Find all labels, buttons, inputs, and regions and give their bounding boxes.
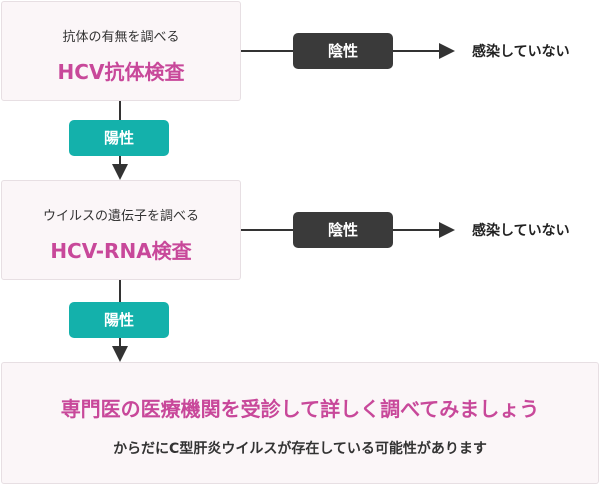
step2-subtitle: ウイルスの遺伝子を調べる [42,209,199,224]
step2-title: HCV-RNA検査 [50,239,192,263]
final-title: 専門医の医療機関を受診して詳しく調べてみましょう [60,397,540,421]
outcome-not-infected-2: 感染していない [472,223,570,239]
final-box: 専門医の医療機関を受診して詳しく調べてみましょう からだにC型肝炎ウイルスが存在… [1,362,599,484]
step2-box: ウイルスの遺伝子を調べる HCV-RNA検査 [1,180,241,280]
step1-subtitle: 抗体の有無を調べる [62,30,180,45]
negative-badge-2: 陰性 [293,212,393,248]
negative-badge-1: 陰性 [293,33,393,69]
step1-title: HCV抗体検査 [57,60,185,84]
step1-box: 抗体の有無を調べる HCV抗体検査 [1,1,241,101]
positive-badge-1: 陽性 [69,120,169,156]
positive-badge-2: 陽性 [69,302,169,338]
outcome-not-infected-1: 感染していない [472,44,570,60]
final-subtitle: からだにC型肝炎ウイルスが存在している可能性があります [113,441,487,457]
